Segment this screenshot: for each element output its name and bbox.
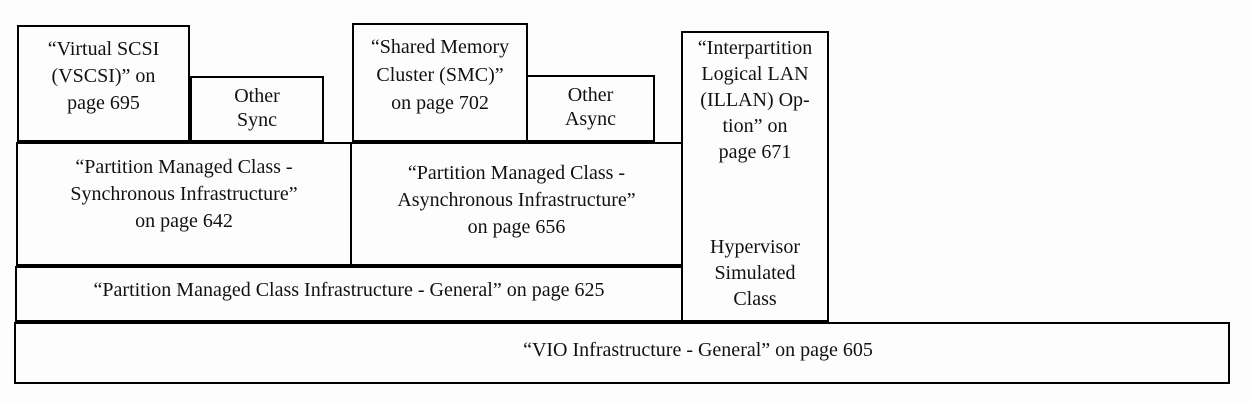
box-vio-infrastructure-general: “VIO Infrastructure - General” on page 6… [14,322,1230,384]
hypervisor-simulated-class-label: Hypervisor Simulated Class [710,236,800,310]
box-sync-infrastructure: “Partition Managed Class - Synchronous I… [16,142,352,266]
box-partition-managed-class-general: “Partition Managed Class Infrastructure … [15,266,683,322]
box-virtual-scsi: “Virtual SCSI (VSCSI)” on page 695 [17,25,190,142]
sync-infrastructure-label: “Partition Managed Class - Synchronous I… [70,156,298,232]
box-other-sync: Other Sync [190,76,324,142]
async-infrastructure-label: “Partition Managed Class - Asynchronous … [397,162,636,238]
virtual-scsi-label: “Virtual SCSI (VSCSI)” on page 695 [47,38,160,114]
shared-memory-cluster-label: “Shared Memory Cluster (SMC)” on page 70… [370,36,510,114]
box-async-infrastructure: “Partition Managed Class - Asynchronous … [350,142,683,266]
other-sync-label: Other Sync [234,85,280,131]
other-async-label: Other Async [564,84,617,130]
vio-infrastructure-general-label: “VIO Infrastructure - General” on page 6… [523,339,873,361]
interpartition-logical-lan-label: “Interpartition Logical LAN (ILLAN) Op- … [697,37,813,163]
box-shared-memory-cluster: “Shared Memory Cluster (SMC)” on page 70… [352,23,528,142]
box-other-async: Other Async [526,75,655,142]
box-interpartition-logical-lan: “Interpartition Logical LAN (ILLAN) Op- … [681,31,829,322]
partition-managed-class-general-label: “Partition Managed Class Infrastructure … [93,279,605,301]
